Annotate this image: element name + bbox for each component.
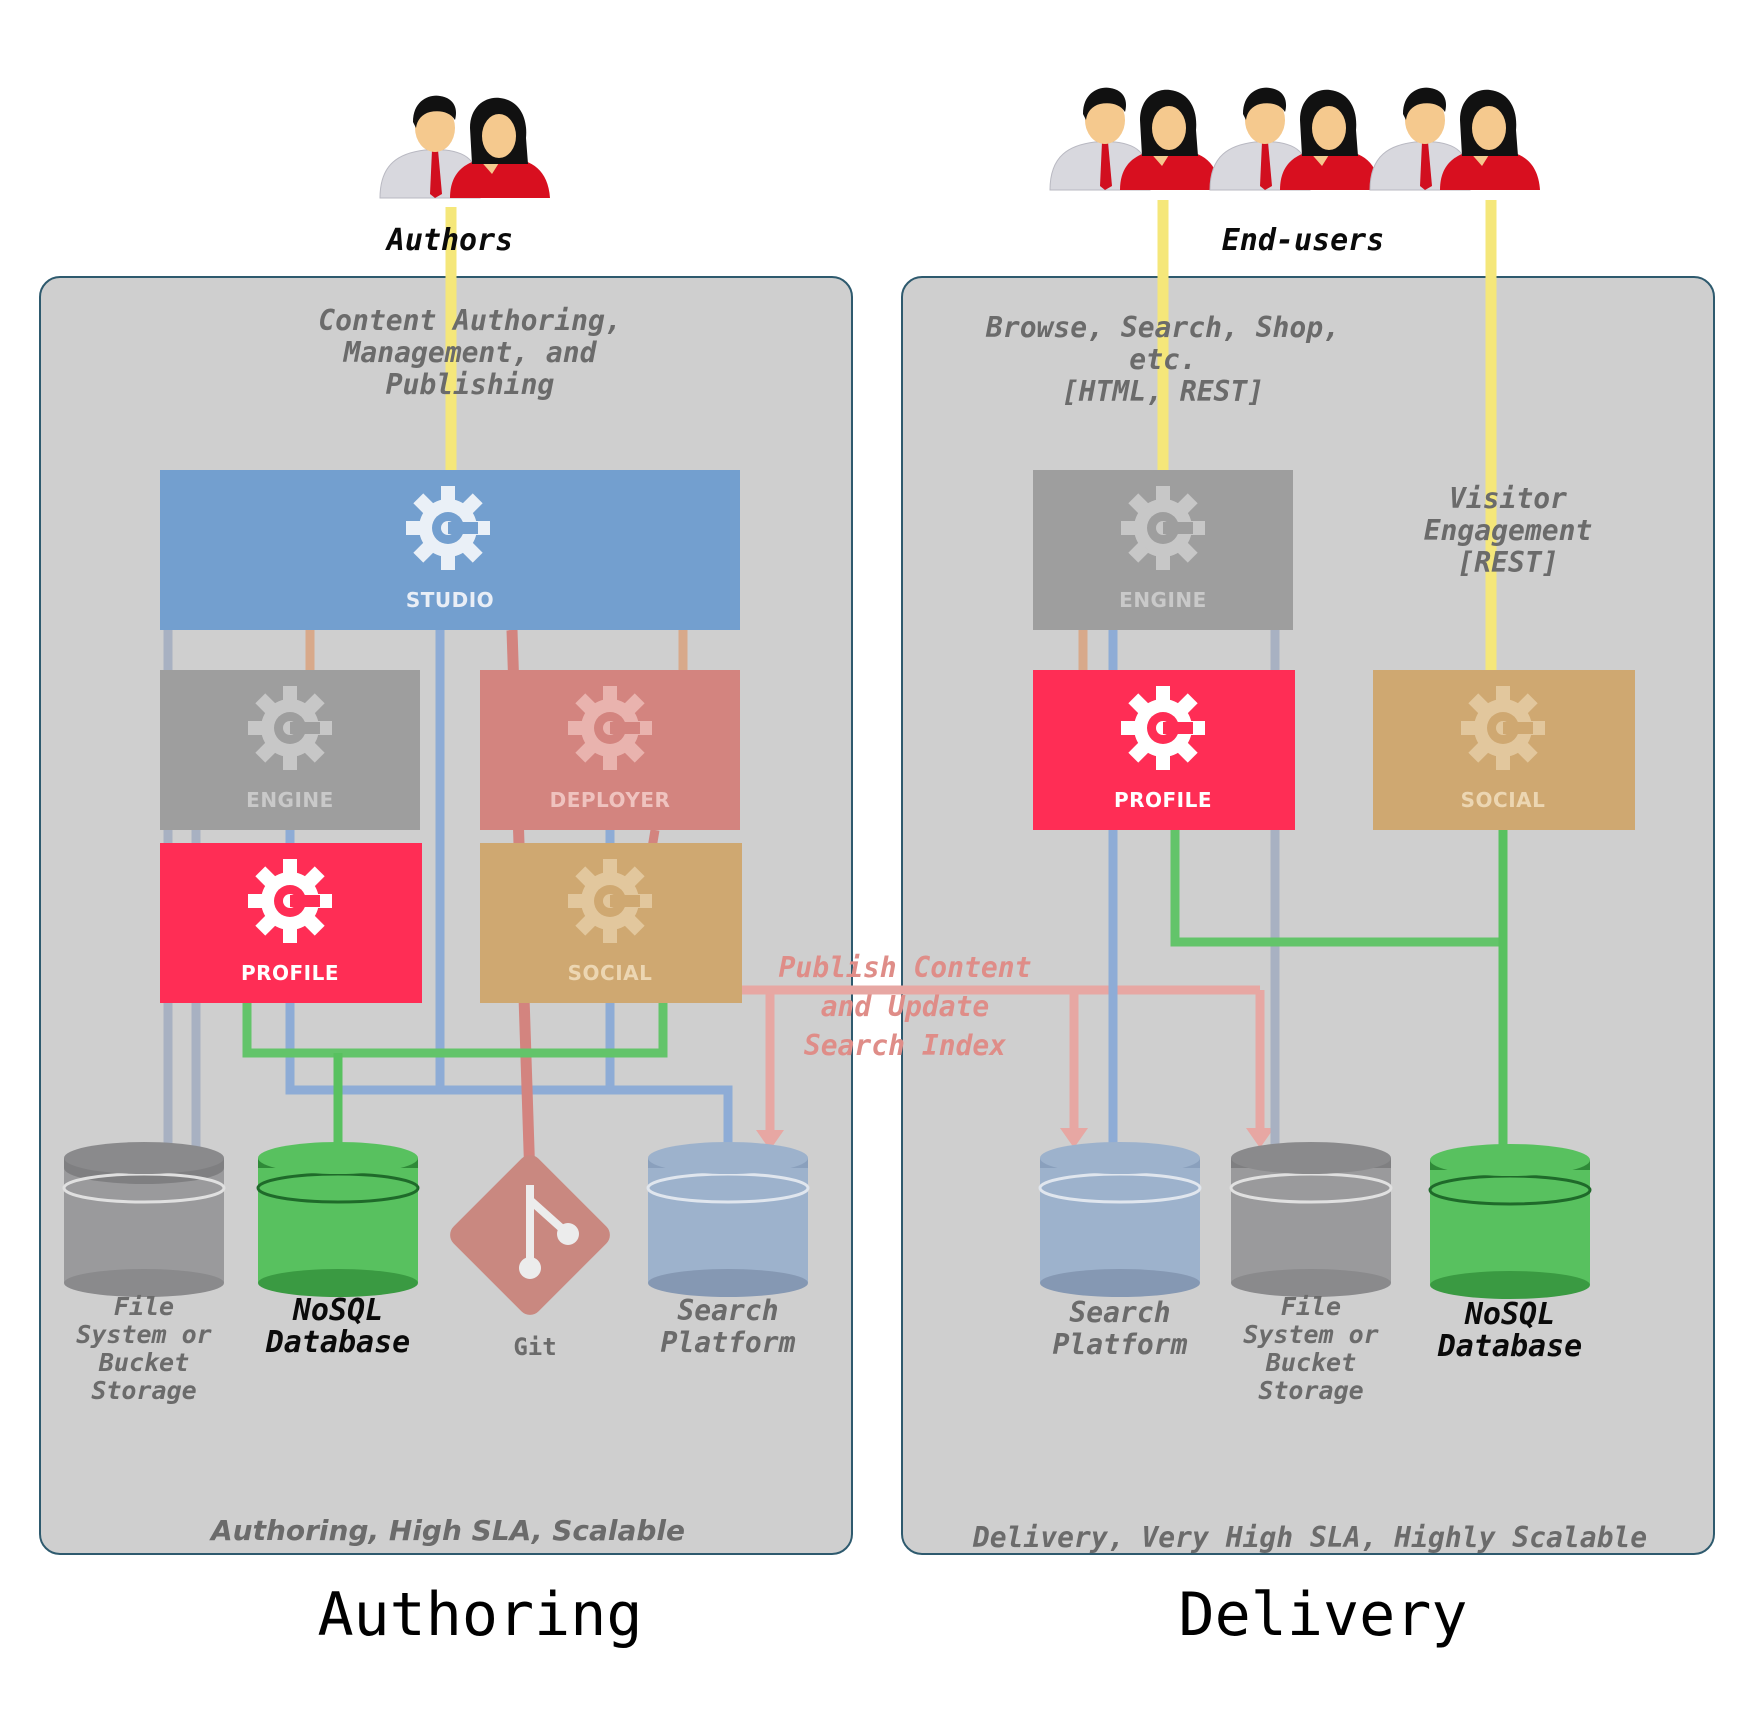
- social-module: SOCIAL: [480, 843, 742, 1003]
- end-users-icon: [1369, 87, 1541, 191]
- delivery-filesystem-label: File System or Bucket Storage: [1243, 1292, 1378, 1405]
- delivery-nosql-label: NoSQL Database: [1437, 1297, 1583, 1364]
- svg-text:System or: System or: [76, 1320, 211, 1349]
- svg-text:Publishing: Publishing: [386, 368, 555, 401]
- git-label: Git: [513, 1333, 556, 1361]
- end-users-icon: [1049, 87, 1221, 191]
- svg-text:Bucket: Bucket: [1265, 1348, 1356, 1377]
- svg-text:Publish Content: Publish Content: [779, 951, 1032, 984]
- git-icon: [450, 1155, 610, 1315]
- svg-text:Content Authoring,: Content Authoring,: [318, 304, 621, 337]
- delivery-profile-module: PROFILE: [1033, 670, 1295, 830]
- authoring-caption: Content Authoring, Management, and Publi…: [318, 304, 621, 401]
- svg-text:[HTML, REST]: [HTML, REST]: [1062, 375, 1264, 408]
- delivery-search-label: Search Platform: [1053, 1296, 1188, 1361]
- social-label: SOCIAL: [1461, 788, 1546, 812]
- engine-label: ENGINE: [246, 788, 334, 812]
- authoring-sla-label: Authoring, High SLA, Scalable: [209, 1514, 685, 1547]
- profile-label: PROFILE: [1114, 788, 1212, 812]
- authoring-filesystem-label: File System or Bucket Storage: [76, 1292, 211, 1405]
- svg-text:Database: Database: [1437, 1329, 1583, 1364]
- svg-text:Engagement: Engagement: [1424, 514, 1593, 547]
- svg-text:etc.: etc.: [1129, 343, 1196, 376]
- studio-label: STUDIO: [406, 588, 494, 612]
- visitor-engagement-caption: Visitor Engagement [REST]: [1424, 482, 1593, 579]
- svg-text:Visitor: Visitor: [1449, 482, 1567, 515]
- authoring-nosql-label: NoSQL Database: [265, 1293, 411, 1360]
- delivery-engine-module: ENGINE: [1033, 470, 1293, 630]
- svg-text:Storage: Storage: [91, 1376, 196, 1405]
- deployer-label: DEPLOYER: [550, 788, 671, 812]
- svg-text:File: File: [1281, 1292, 1341, 1321]
- svg-text:Platform: Platform: [661, 1326, 796, 1359]
- engine-module: ENGINE: [160, 670, 420, 830]
- authors-label: Authors: [385, 223, 513, 258]
- svg-text:File: File: [114, 1292, 174, 1321]
- authoring-title: Authoring: [317, 1580, 642, 1650]
- svg-text:Search: Search: [677, 1294, 778, 1327]
- end-users-label: End-users: [1222, 223, 1385, 258]
- social-label: SOCIAL: [568, 961, 653, 985]
- delivery-search-store: [1038, 1142, 1202, 1297]
- end-users-icon: [1209, 87, 1381, 191]
- svg-text:NoSQL: NoSQL: [292, 1293, 383, 1328]
- deployer-module: DEPLOYER: [480, 670, 740, 830]
- delivery-sla-label: Delivery, Very High SLA, Highly Scalable: [972, 1521, 1647, 1554]
- profile-label: PROFILE: [241, 961, 339, 985]
- delivery-nosql-store: [1428, 1144, 1592, 1299]
- svg-text:Storage: Storage: [1258, 1376, 1363, 1405]
- svg-text:[REST]: [REST]: [1457, 546, 1558, 579]
- svg-text:System or: System or: [1243, 1320, 1378, 1349]
- authors-icon: [379, 95, 551, 199]
- publish-caption: Publish Content and Update Search Index: [779, 951, 1032, 1062]
- engine-label: ENGINE: [1119, 588, 1207, 612]
- svg-text:and Update: and Update: [821, 990, 990, 1023]
- svg-text:Database: Database: [265, 1325, 411, 1360]
- delivery-filesystem-store: [1229, 1142, 1393, 1297]
- profile-module: PROFILE: [160, 843, 422, 1003]
- svg-text:Browse, Search, Shop,: Browse, Search, Shop,: [985, 311, 1340, 344]
- svg-text:Platform: Platform: [1053, 1328, 1188, 1361]
- svg-text:NoSQL: NoSQL: [1464, 1297, 1555, 1332]
- svg-text:Search: Search: [1069, 1296, 1170, 1329]
- svg-text:Bucket: Bucket: [98, 1348, 189, 1377]
- svg-text:Search Index: Search Index: [804, 1029, 1006, 1062]
- svg-text:Management, and: Management, and: [343, 336, 598, 369]
- delivery-caption: Browse, Search, Shop, etc. [HTML, REST]: [985, 311, 1340, 408]
- delivery-title: Delivery: [1179, 1580, 1468, 1650]
- authoring-search-label: Search Platform: [661, 1294, 796, 1359]
- studio-module: STUDIO: [160, 470, 740, 630]
- authoring-filesystem-store: [62, 1142, 226, 1297]
- authoring-search-store: [646, 1142, 810, 1297]
- authoring-nosql-store: [256, 1142, 420, 1297]
- delivery-social-module: SOCIAL: [1373, 670, 1635, 830]
